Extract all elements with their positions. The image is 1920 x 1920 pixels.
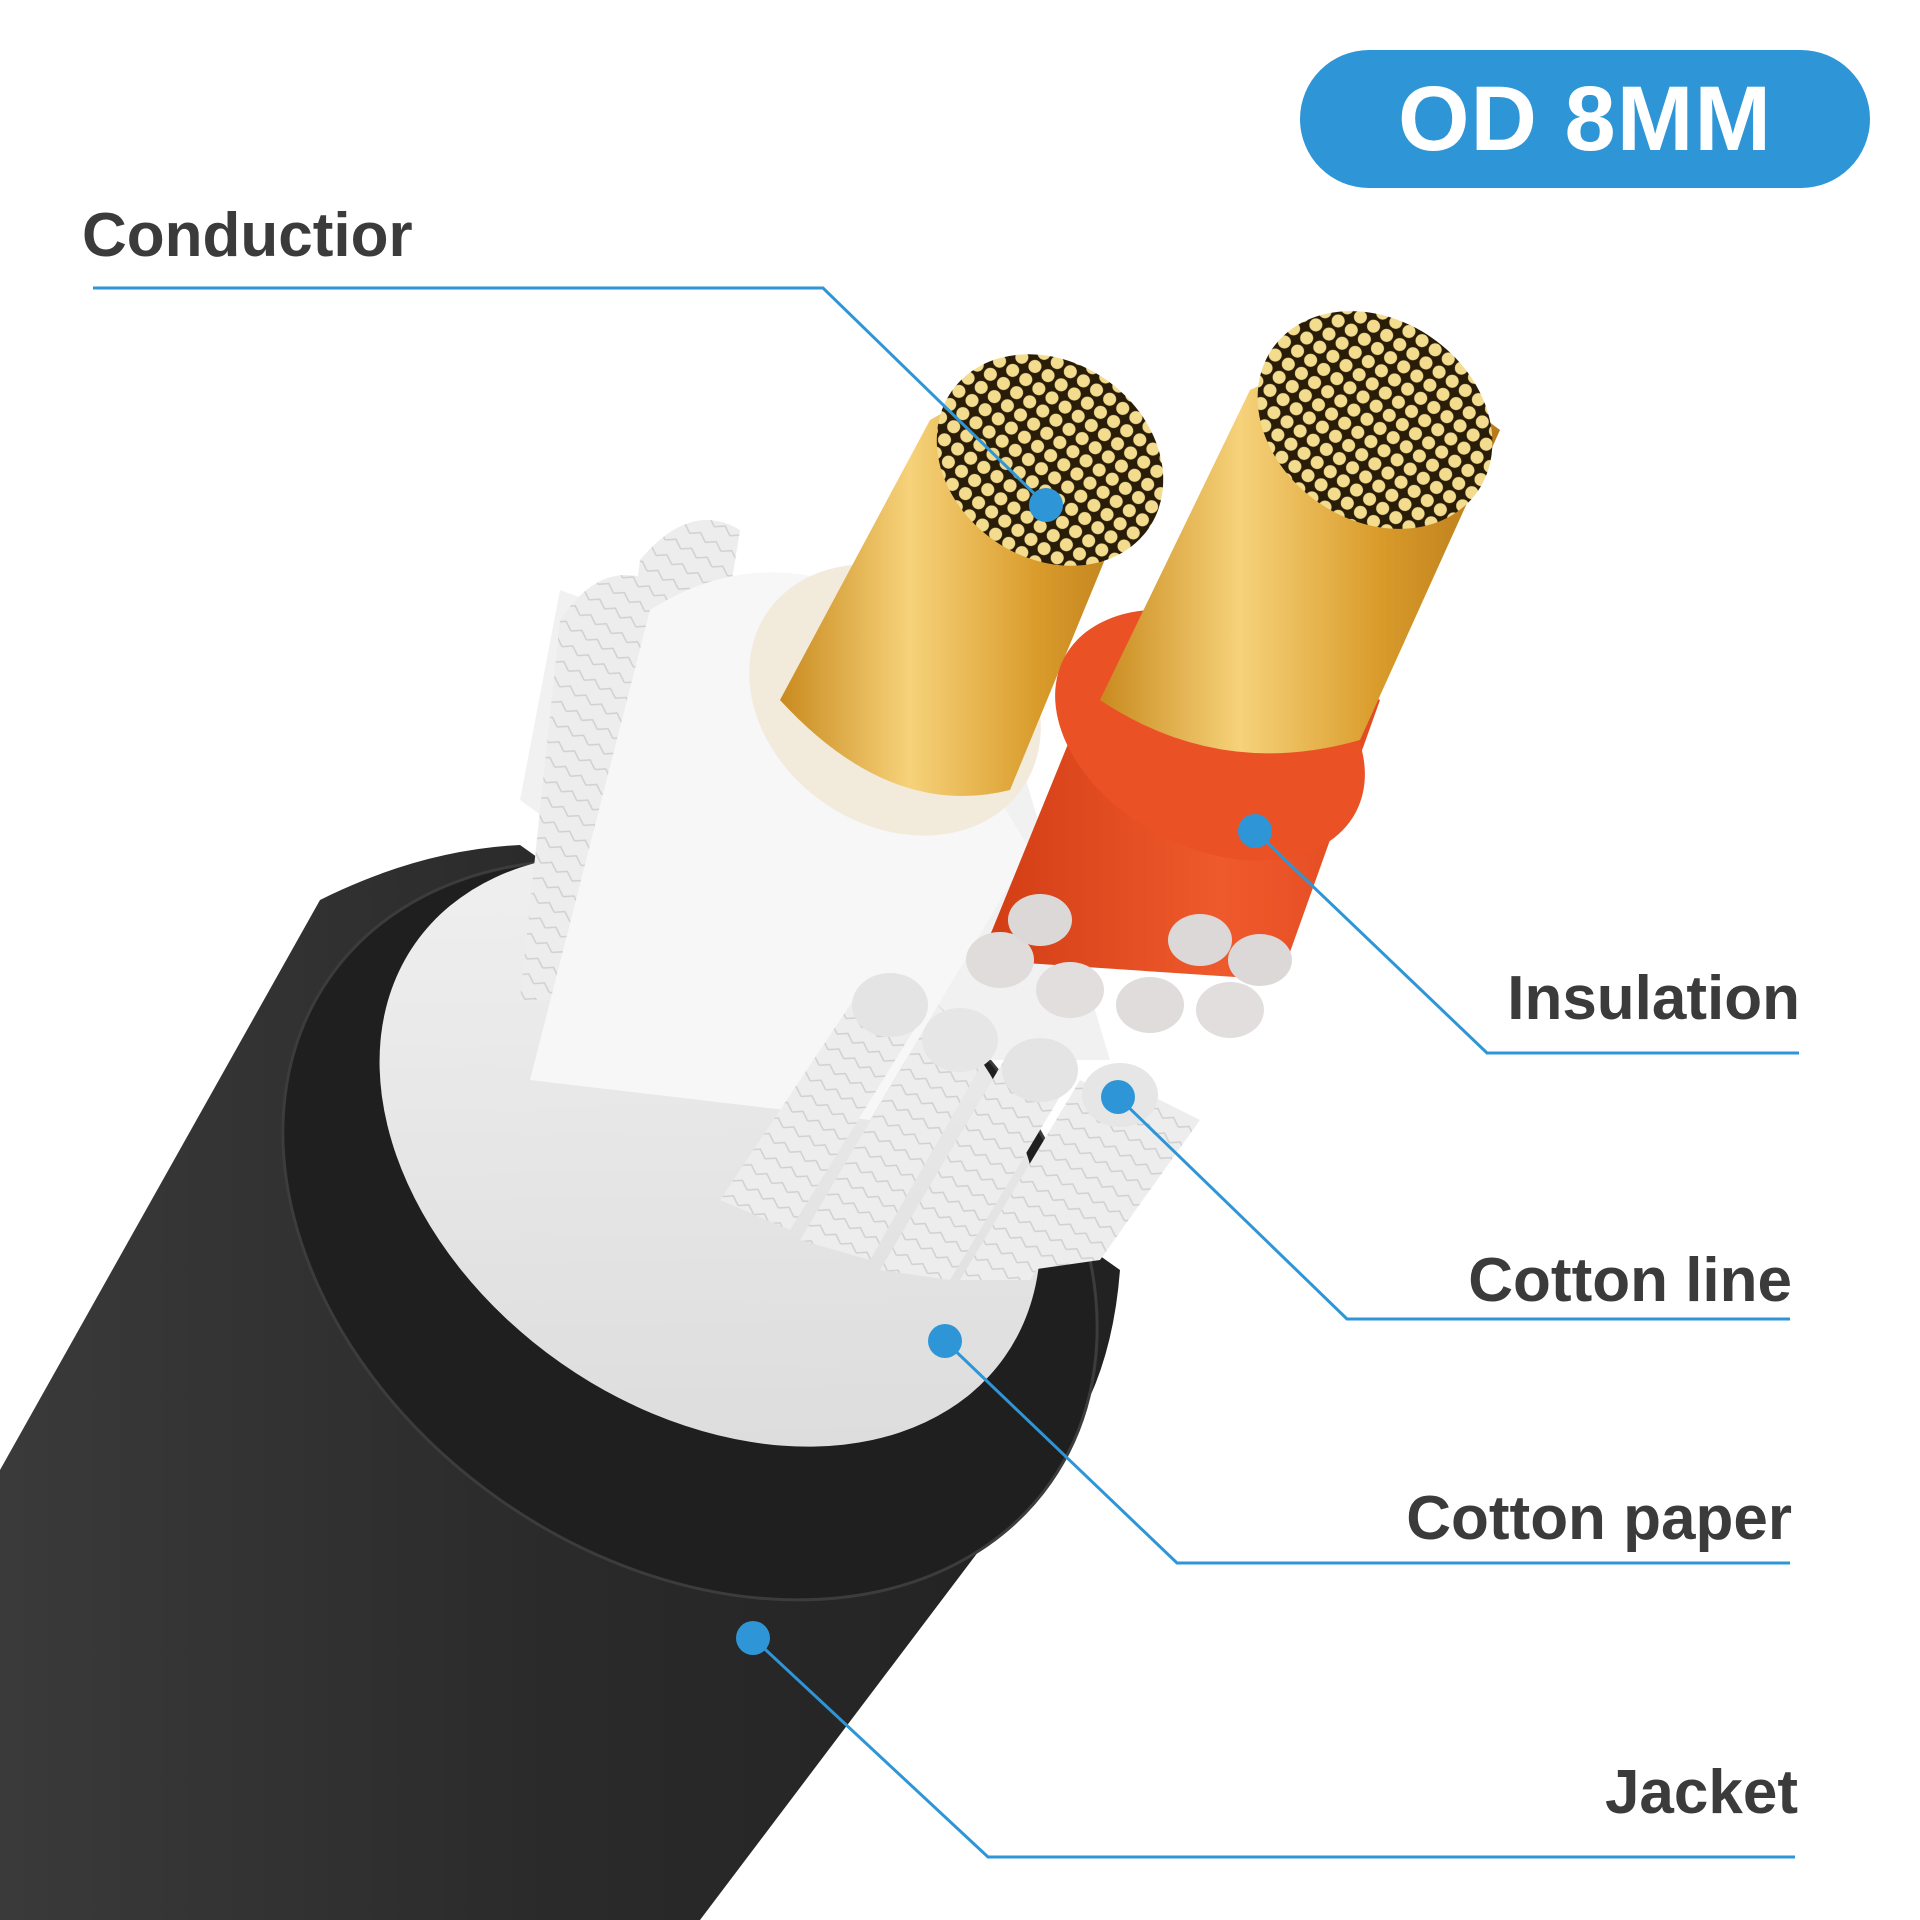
outer-diameter-badge: OD 8MM <box>1300 50 1870 188</box>
callout-dot-insulation <box>1238 814 1272 848</box>
leader-line-jacket <box>751 1636 1795 1859</box>
callout-dots <box>736 488 1272 1655</box>
label-cotton-line: Cotton line <box>1468 1246 1792 1315</box>
callout-dot-cotton-line <box>1101 1080 1135 1114</box>
callout-dot-cotton-paper <box>928 1324 962 1358</box>
callout-dot-conductor <box>1029 488 1063 522</box>
callout-dot-jacket <box>736 1621 770 1655</box>
badge-text: OD 8MM <box>1398 67 1772 170</box>
leader-line-insulation <box>1253 829 1799 1055</box>
label-insulation: Insulation <box>1507 964 1800 1033</box>
leader-line-cotton-paper <box>943 1339 1790 1565</box>
leader-lines <box>93 286 1799 1859</box>
leader-line-cotton-line <box>1116 1095 1790 1321</box>
leader-line-conductor <box>93 286 1048 507</box>
label-cotton-paper: Cotton paper <box>1406 1484 1792 1553</box>
red-insulated-core <box>980 311 1500 980</box>
label-conductor: Conductior <box>82 201 413 270</box>
label-jacket: Jacket <box>1604 1758 1798 1827</box>
